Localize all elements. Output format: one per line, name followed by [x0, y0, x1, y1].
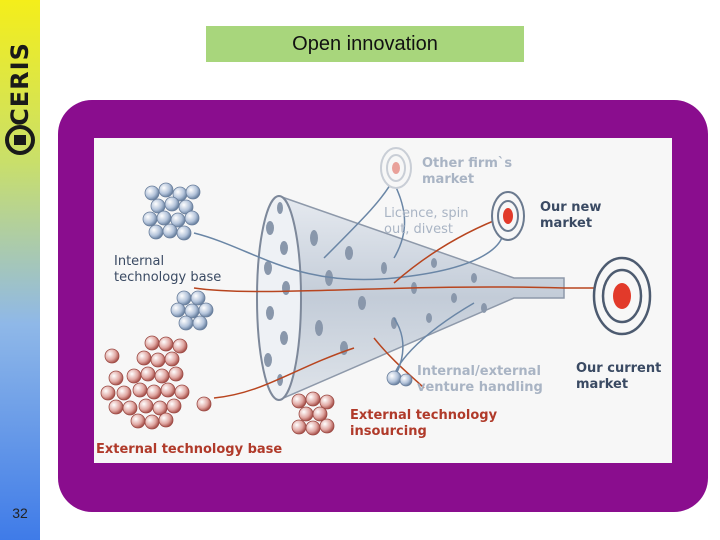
label-our-new-market: Our new market [540, 200, 602, 231]
slide-title: Open innovation [206, 26, 524, 62]
logo-text: CERIS [6, 42, 34, 126]
ceris-logo [5, 125, 35, 155]
internal-technology-cluster [142, 182, 413, 387]
label-external-insourcing: External technology insourcing [350, 408, 498, 439]
target-other-firms-market [380, 147, 412, 189]
page-number: 32 [12, 505, 28, 521]
label-venture-handling: Internal/external venture handling [417, 364, 543, 395]
label-our-current-market: Our current market [576, 361, 662, 392]
label-licence: Licence, spin out, divest [384, 206, 469, 237]
flow-lines [193, 167, 614, 399]
target-our-new-market [491, 191, 525, 241]
open-innovation-diagram: Other firm`s market Licence, spin out, d… [94, 138, 672, 463]
external-technology-cluster [100, 335, 335, 436]
label-other-firms-market: Other firm`s market [422, 156, 513, 187]
sidebar: CERIS 32 [0, 0, 40, 540]
label-internal-technology-base: Internal technology base [114, 254, 222, 285]
target-our-current-market [592, 256, 652, 336]
label-external-technology-base: External technology base [96, 442, 283, 457]
